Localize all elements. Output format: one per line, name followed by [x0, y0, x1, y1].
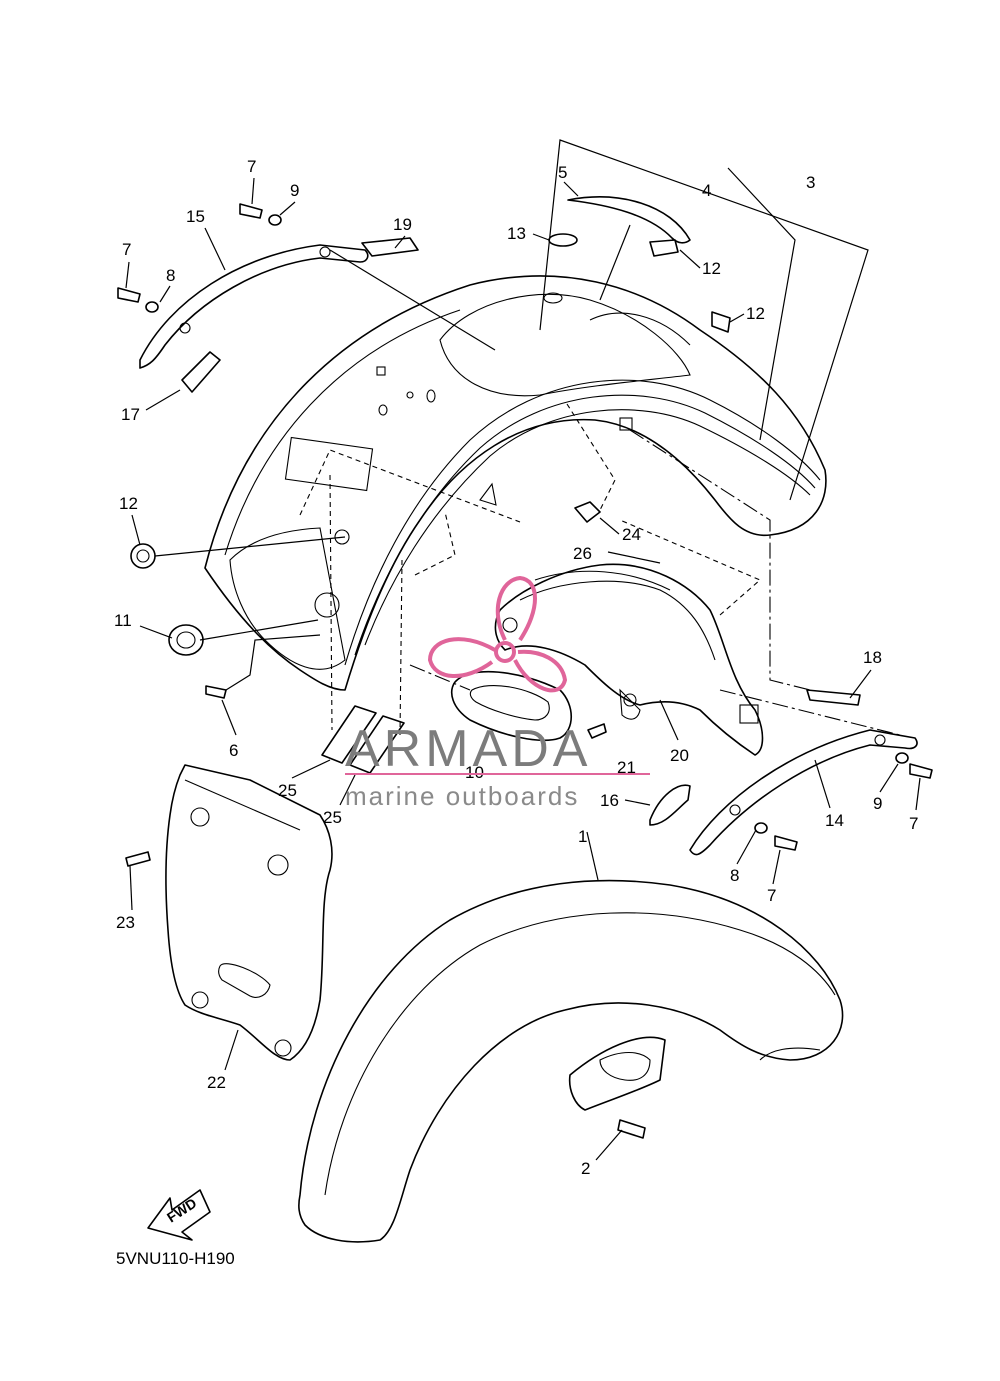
callout-9a: 9	[290, 181, 299, 200]
callout-5: 5	[558, 163, 567, 182]
callout-3: 3	[806, 173, 815, 192]
callout-7c: 7	[909, 814, 918, 833]
callout-12b: 12	[702, 259, 721, 278]
callout-19: 19	[393, 215, 412, 234]
callout-7d: 7	[767, 886, 776, 905]
callout-20: 20	[670, 746, 689, 765]
callout-1: 1	[578, 827, 587, 846]
callout-17: 17	[121, 405, 140, 424]
grab-rails	[139, 244, 918, 856]
propeller-logo-icon	[427, 575, 568, 693]
callout-21: 21	[617, 758, 636, 777]
callout-4: 4	[702, 181, 711, 200]
callout-labels: 1 2 3 4 5 6 7 7 7 7 8 8 9 9 10 11 12 12 …	[114, 157, 918, 1178]
watermark: ARMADA marine outboards	[345, 575, 650, 811]
callout-24: 24	[622, 525, 641, 544]
callout-25b: 25	[323, 808, 342, 827]
callout-12c: 12	[746, 304, 765, 323]
callout-23: 23	[116, 913, 135, 932]
callout-8a: 8	[166, 266, 175, 285]
watermark-brand: ARMADA	[345, 720, 591, 778]
callout-7a: 7	[247, 157, 256, 176]
callout-25a: 25	[278, 781, 297, 800]
callout-16: 16	[600, 791, 619, 810]
leader-lines	[154, 139, 901, 736]
callout-2: 2	[581, 1159, 590, 1178]
callout-9b: 9	[873, 794, 882, 813]
callout-6: 6	[229, 741, 238, 760]
callout-7b: 7	[122, 240, 131, 259]
callout-18: 18	[863, 648, 882, 667]
callout-13: 13	[507, 224, 526, 243]
callout-12a: 12	[119, 494, 138, 513]
watermark-tagline: marine outboards	[345, 781, 579, 811]
callout-10: 10	[465, 763, 484, 782]
front-fender	[298, 879, 844, 1243]
rear-fender	[204, 275, 827, 691]
diagram-code: 5VNU110-H190	[116, 1249, 235, 1268]
callout-26: 26	[573, 544, 592, 563]
callout-leaders	[125, 177, 921, 1161]
callout-8b: 8	[730, 866, 739, 885]
side-cover	[165, 764, 333, 1061]
small-parts	[117, 196, 933, 1139]
inner-fender	[494, 563, 764, 756]
callout-22: 22	[207, 1073, 226, 1092]
fwd-arrow-icon: FWD	[147, 1189, 211, 1241]
callout-14: 14	[825, 811, 844, 830]
callout-11: 11	[114, 611, 132, 630]
callout-15: 15	[186, 207, 205, 226]
